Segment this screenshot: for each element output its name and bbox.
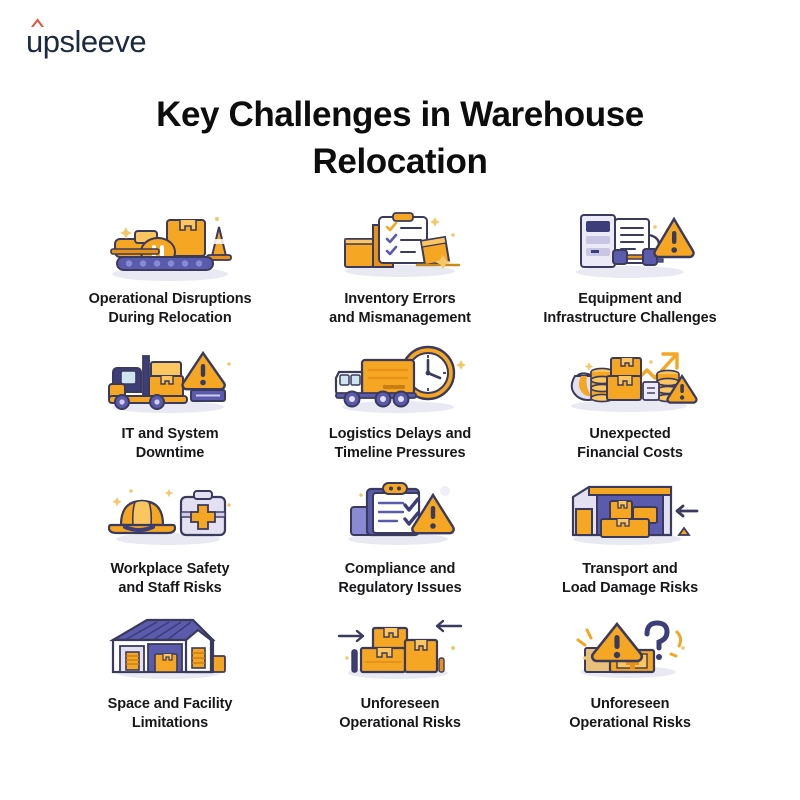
challenge-card-label: Unexpected Financial Costs	[577, 426, 683, 461]
challenge-card-label: Unforeseen Operational Risks	[339, 696, 461, 731]
challenge-card-operational-disruptions[interactable]: Operational Disruptions During Relocatio…	[60, 205, 280, 340]
clipboard-checklist-with-falling-boxes-icon	[344, 212, 461, 277]
challenge-card-space-facility-limitations[interactable]: Space and Facility Limitations	[60, 610, 280, 745]
warehouse-loading-dock-with-boxes-icon	[571, 485, 699, 545]
challenge-card-label: Unforeseen Operational Risks	[569, 696, 691, 731]
challenge-card-label: Inventory Errors and Mismanagement	[329, 291, 471, 326]
challenge-card-transport-load-damage[interactable]: Transport and Load Damage Risks	[520, 475, 740, 610]
clipboard-checkmarks-with-warning-icon	[348, 482, 455, 545]
challenges-grid: Operational Disruptions During Relocatio…	[60, 205, 740, 745]
challenge-card-inventory-errors[interactable]: Inventory Errors and Mismanagement	[290, 205, 510, 340]
page-title: Key Challenges in Warehouse Relocation	[156, 95, 644, 181]
challenge-card-label: Equipment and Infrastructure Challenges	[543, 291, 717, 326]
server-rack-unplugged-cable-warning-icon	[576, 214, 695, 278]
challenge-card-label: Workplace Safety and Staff Risks	[110, 561, 230, 596]
challenge-card-label: Logistics Delays and Timeline Pressures	[328, 426, 472, 461]
hard-hat-and-first-aid-kit-icon	[107, 489, 231, 545]
warning-triangle-question-mark-box-icon	[576, 620, 685, 678]
challenge-card-equipment-infrastructure[interactable]: Equipment and Infrastructure Challenges	[520, 205, 740, 340]
money-bag-coins-boxes-rising-arrow-icon	[570, 352, 698, 412]
warehouse-building-icon	[108, 618, 226, 679]
challenge-card-unforeseen-risks-warning[interactable]: Unforeseen Operational Risks	[520, 610, 740, 745]
challenge-card-label: Transport and Load Damage Risks	[561, 561, 699, 596]
challenge-card-label: Operational Disruptions During Relocatio…	[88, 291, 252, 326]
delivery-truck-with-clock-icon	[334, 345, 466, 413]
brand-wordmark: upsleeve	[26, 18, 147, 59]
challenge-card-workplace-safety[interactable]: Workplace Safety and Staff Risks	[60, 475, 280, 610]
bulldozer-with-crate-and-traffic-cone-icon	[110, 217, 232, 281]
challenge-card-it-system-downtime[interactable]: IT and System Downtime	[60, 340, 280, 475]
forklift-with-boxes-and-warning-icon	[108, 350, 231, 413]
logo-caret-icon	[31, 18, 44, 27]
challenge-card-unexpected-financial-costs[interactable]: Unexpected Financial Costs	[520, 340, 740, 475]
challenge-card-label: IT and System Downtime	[121, 426, 219, 461]
challenge-card-label: Space and Facility Limitations	[107, 696, 233, 731]
challenge-card-label: Compliance and Regulatory Issues	[338, 561, 462, 596]
brand-name-text: upsleeve	[26, 24, 147, 59]
brand-logo[interactable]: upsleeve	[26, 18, 147, 59]
stacked-boxes-with-arrows-icon	[337, 619, 463, 679]
challenge-card-logistics-delays[interactable]: Logistics Delays and Timeline Pressures	[290, 340, 510, 475]
challenge-card-compliance-regulatory[interactable]: Compliance and Regulatory Issues	[290, 475, 510, 610]
challenge-card-unforeseen-risks-boxes[interactable]: Unforeseen Operational Risks	[290, 610, 510, 745]
